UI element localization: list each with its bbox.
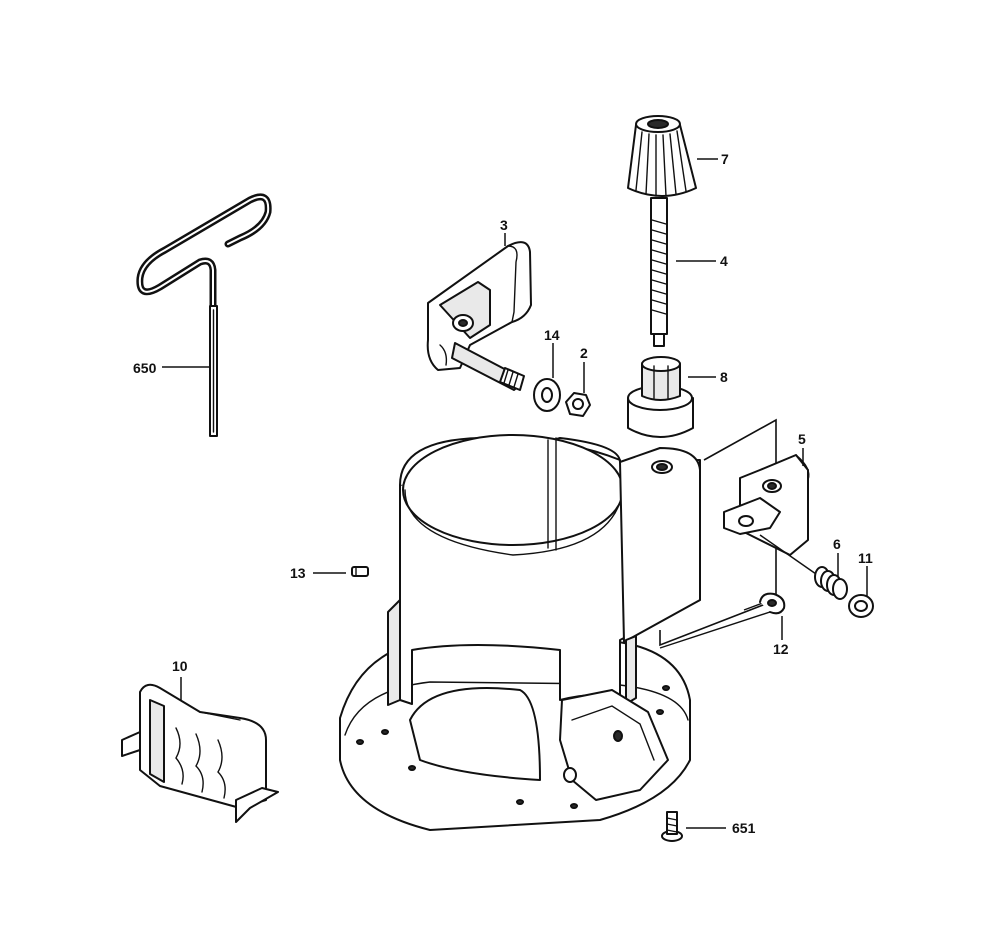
label-3: 3 <box>500 217 508 233</box>
part-11-plug <box>849 595 873 617</box>
part-3-clamp-lever <box>428 242 531 390</box>
part-7-knob <box>628 116 696 196</box>
part-651-screw <box>662 812 682 841</box>
part-5-mount-bracket <box>660 420 809 645</box>
part-14-washer <box>534 379 560 411</box>
label-10: 10 <box>172 658 188 674</box>
callout-labels: 650 3 14 2 7 4 8 5 6 11 12 13 10 651 <box>133 151 873 836</box>
label-6: 6 <box>833 536 841 552</box>
label-650: 650 <box>133 360 157 376</box>
part-8-adjuster-collet <box>628 357 693 437</box>
label-12: 12 <box>773 641 789 657</box>
part-10-chip-shield <box>122 685 278 822</box>
label-7: 7 <box>721 151 729 167</box>
router-base-housing <box>340 435 700 830</box>
label-651: 651 <box>732 820 756 836</box>
label-13: 13 <box>290 565 306 581</box>
part-12-retaining-clip <box>660 594 784 648</box>
part-4-threaded-shaft <box>651 198 667 346</box>
label-4: 4 <box>720 253 728 269</box>
label-5: 5 <box>798 431 806 447</box>
callout-leaders <box>162 158 868 829</box>
part-6-spring <box>760 535 847 599</box>
part-13-pin <box>352 567 368 576</box>
part-2-nut <box>566 393 590 416</box>
label-8: 8 <box>720 369 728 385</box>
label-14: 14 <box>544 327 560 343</box>
label-2: 2 <box>580 345 588 361</box>
part-650-hex-key <box>140 197 268 436</box>
label-11: 11 <box>858 550 873 566</box>
